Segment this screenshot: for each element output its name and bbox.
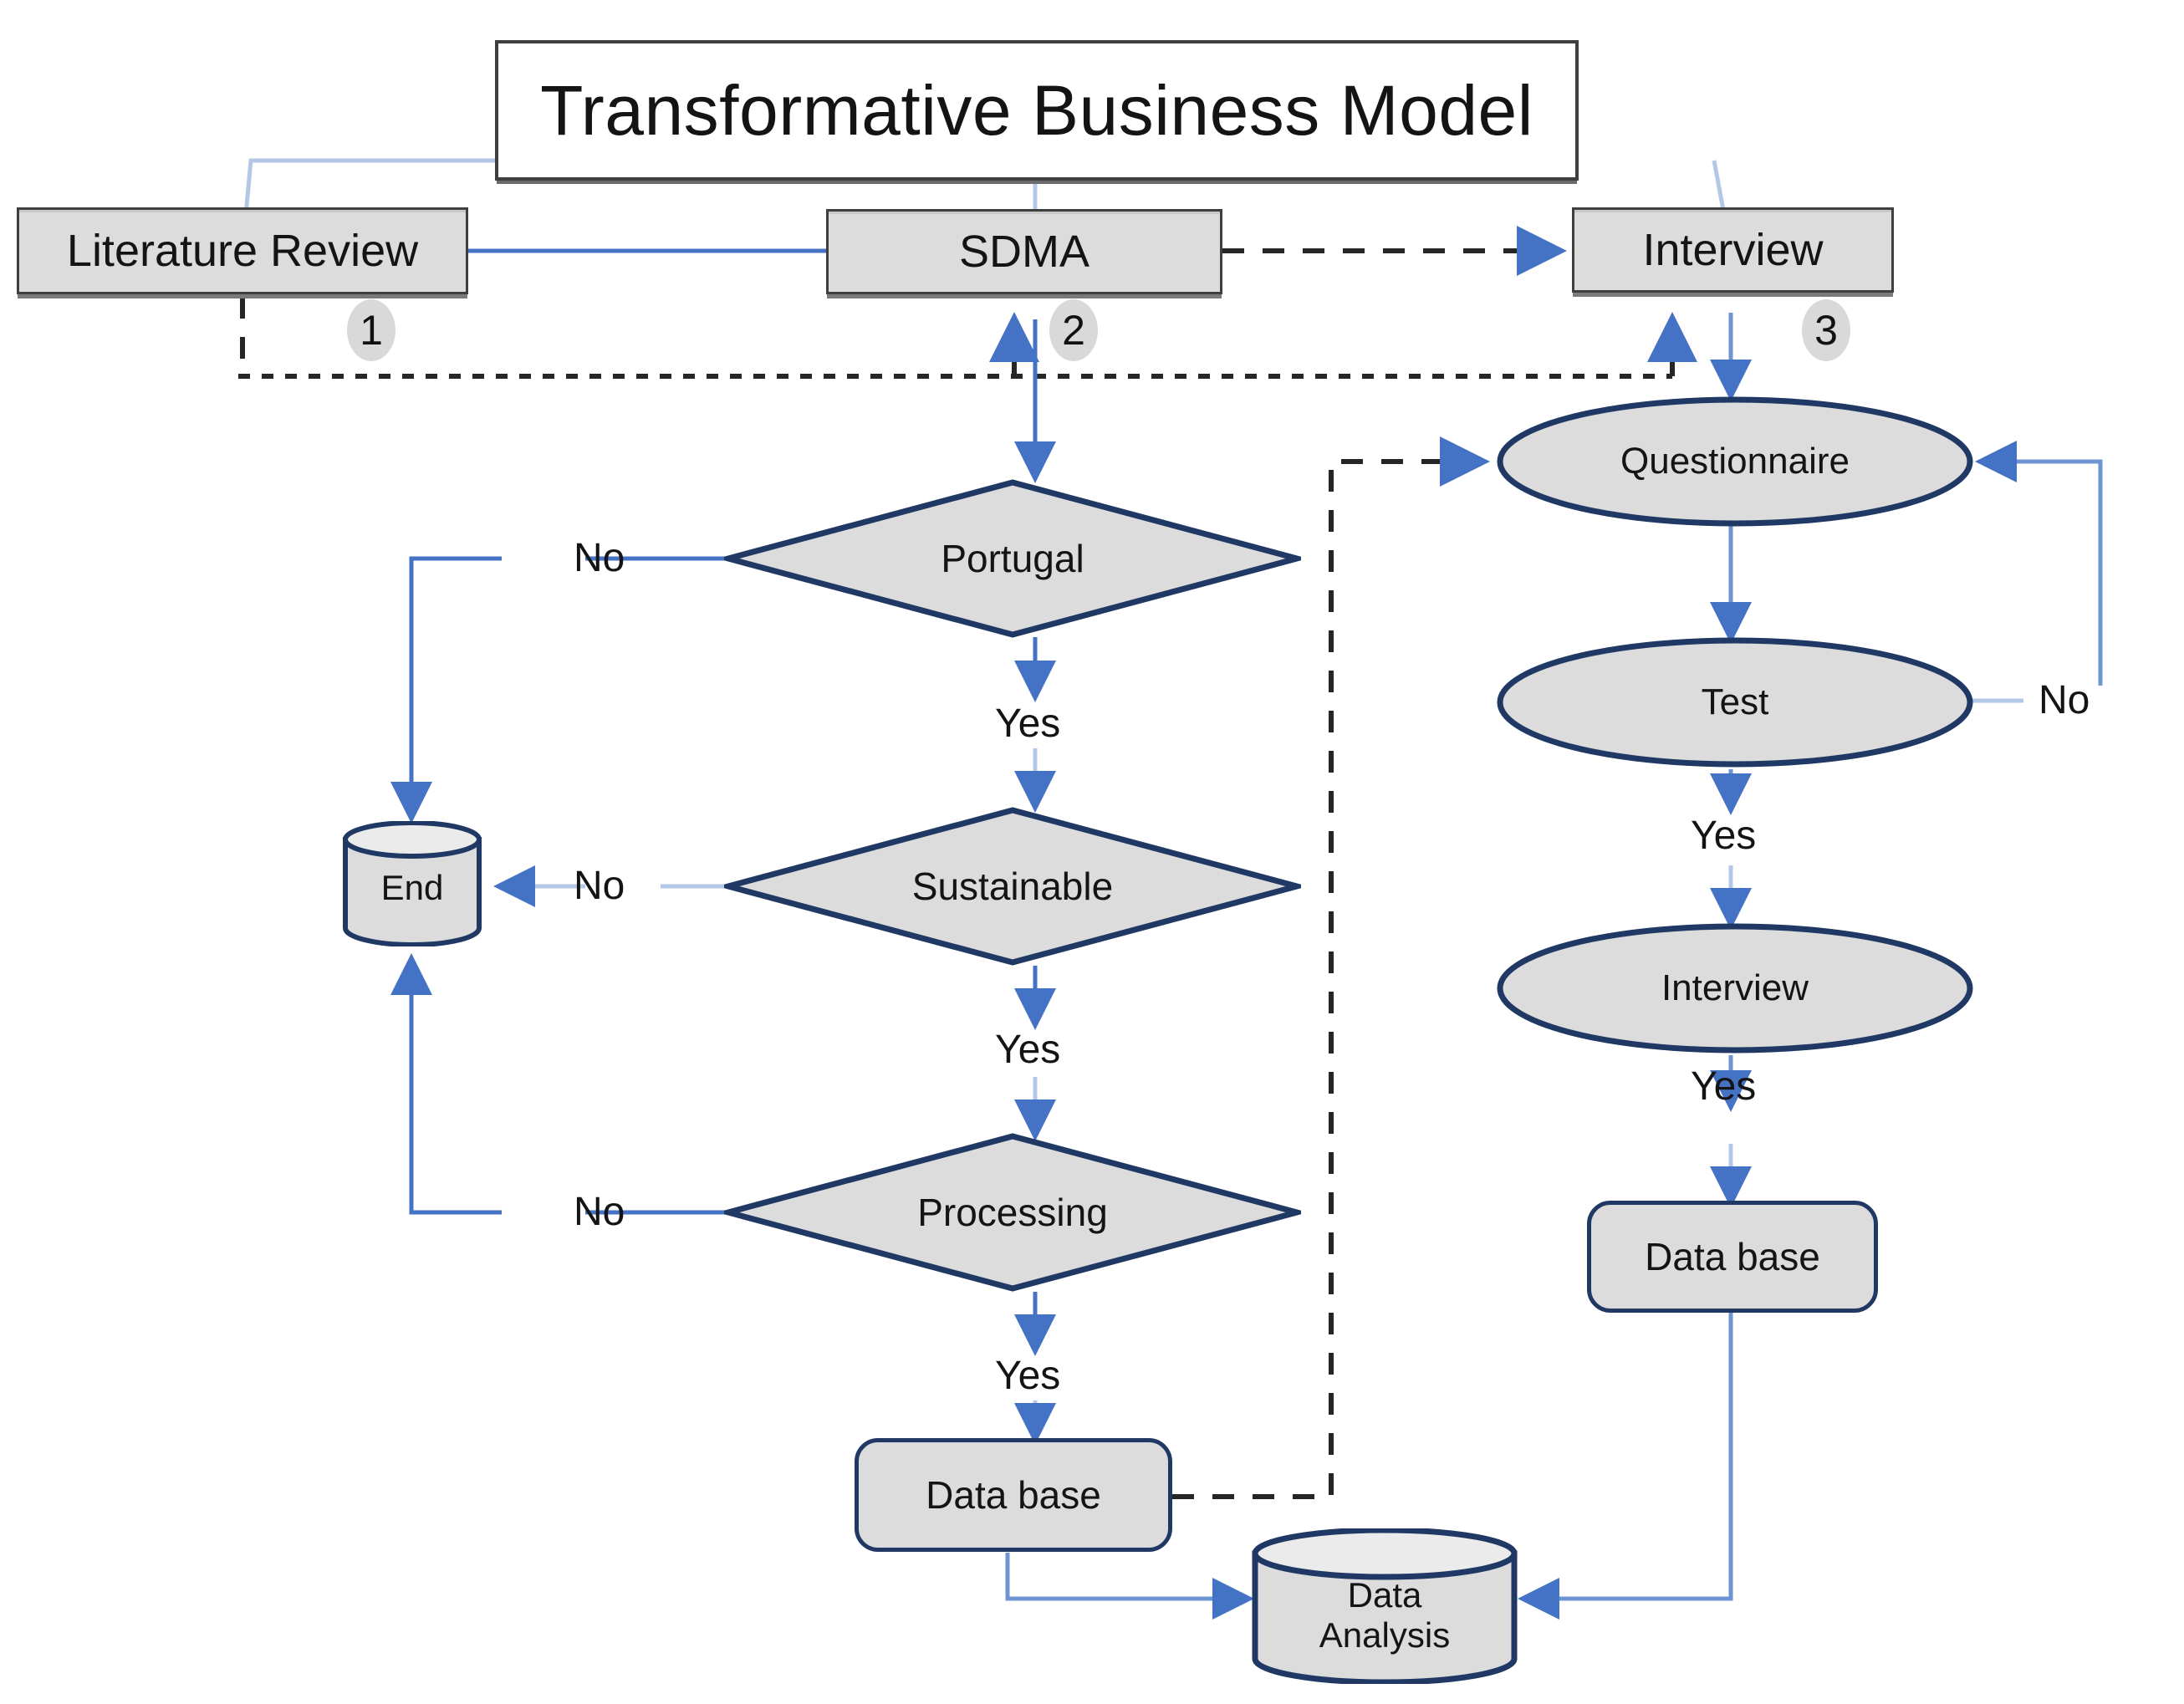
step-badge-2: 2: [1049, 299, 1098, 361]
node-literature-review-label: Literature Review: [66, 226, 419, 276]
edge-label-sustainable-no: No: [574, 864, 625, 908]
edge-label-portugal-no: No: [574, 536, 625, 580]
node-interview-top-label: Interview: [1642, 225, 1824, 275]
edge-label-sustainable-yes: Yes: [995, 1028, 1061, 1072]
page-title: Transformative Business Model: [495, 40, 1579, 181]
node-test[interactable]: Test: [1497, 637, 1973, 768]
node-interview-top[interactable]: Interview: [1572, 207, 1894, 293]
step-badge-1: 1: [347, 299, 395, 361]
step-badge-3-label: 3: [1814, 307, 1838, 354]
step-badge-3: 3: [1802, 299, 1850, 361]
node-interview-ellipse[interactable]: Interview: [1497, 923, 1973, 1054]
node-data-base-right-label: Data base: [1645, 1235, 1820, 1278]
node-processing[interactable]: Processing: [724, 1132, 1301, 1293]
edge-label-processing-yes: Yes: [995, 1354, 1061, 1398]
node-data-analysis[interactable]: Data Analysis: [1251, 1528, 1518, 1684]
node-data-base-left-label: Data base: [926, 1473, 1101, 1517]
edge-label-test-no: No: [2039, 678, 2090, 722]
node-sdma-label: SDMA: [958, 227, 1089, 277]
node-data-base-left[interactable]: Data base: [855, 1438, 1172, 1552]
step-badge-1-label: 1: [360, 307, 383, 354]
edge-label-portugal-yes: Yes: [995, 701, 1061, 746]
node-literature-review[interactable]: Literature Review: [17, 207, 468, 294]
page-title-label: Transformative Business Model: [540, 71, 1533, 150]
edge-label-processing-no: No: [574, 1190, 625, 1234]
edge-label-test-yes: Yes: [1691, 814, 1757, 858]
edge-label-interview-yes: Yes: [1691, 1064, 1757, 1109]
step-badge-2-label: 2: [1062, 307, 1085, 354]
node-sustainable[interactable]: Sustainable: [724, 806, 1301, 967]
node-sdma[interactable]: SDMA: [826, 209, 1222, 294]
node-end[interactable]: End: [341, 821, 483, 946]
node-data-base-right[interactable]: Data base: [1587, 1201, 1878, 1313]
node-questionnaire[interactable]: Questionnaire: [1497, 396, 1973, 527]
node-portugal[interactable]: Portugal: [724, 478, 1301, 639]
